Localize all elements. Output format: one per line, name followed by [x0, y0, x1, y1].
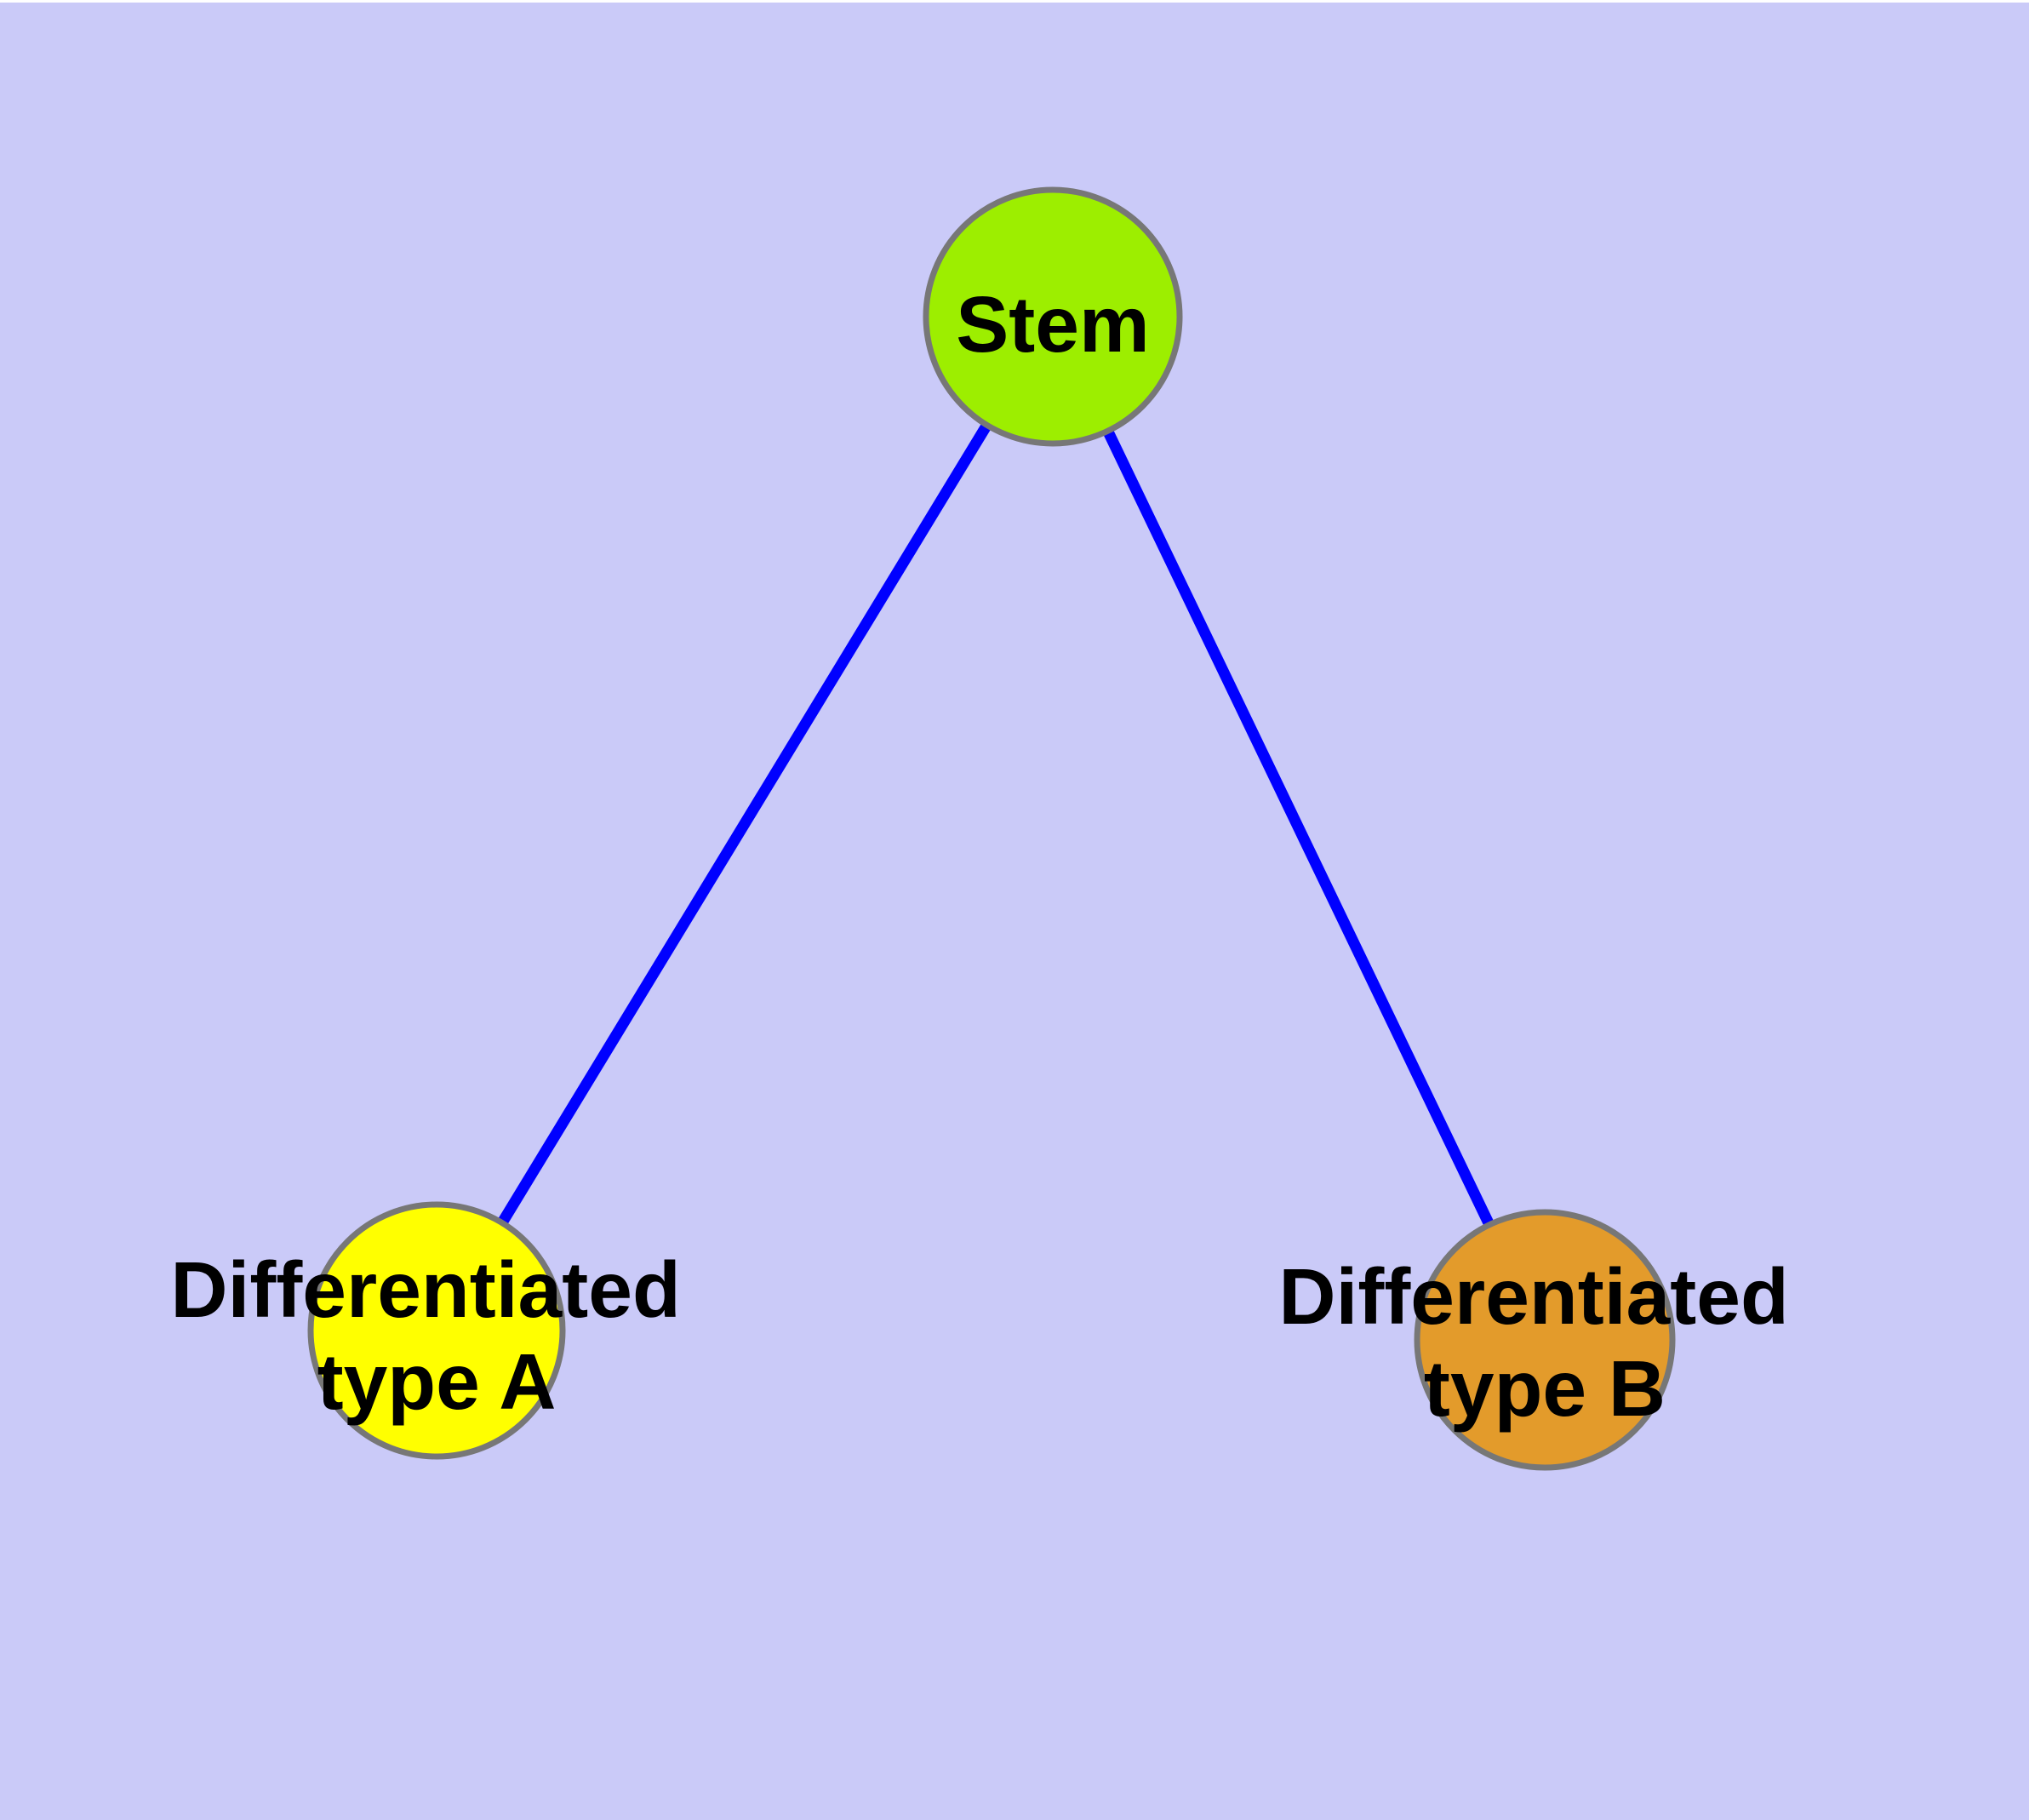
node-differentiated-type-a: Differentiated type A: [170, 1201, 702, 1460]
edge-stem-to-type-a: [432, 313, 1058, 1334]
node-stem: Stem: [923, 186, 1183, 447]
node-type-a-label-line1: Differentiated: [170, 1245, 680, 1334]
node-type-a-label-line2: type A: [317, 1337, 557, 1426]
node-type-a-label: Differentiated type A: [170, 1245, 702, 1426]
node-type-b-circle: [1414, 1209, 1676, 1471]
node-stem-circle: [923, 186, 1183, 447]
node-type-b-label-line1: Differentiated: [1278, 1252, 1788, 1341]
edge-stem-to-type-b: [1048, 314, 1550, 1342]
node-type-b-label: Differentiated type B: [1278, 1252, 1810, 1433]
top-edge-strip: [0, 0, 2029, 3]
edge-group: [432, 313, 1550, 1342]
node-type-a-circle: [307, 1201, 566, 1460]
node-stem-label: Stem: [956, 280, 1149, 369]
node-type-b-label-line2: type B: [1424, 1344, 1666, 1433]
node-differentiated-type-b: Differentiated type B: [1278, 1209, 1810, 1471]
